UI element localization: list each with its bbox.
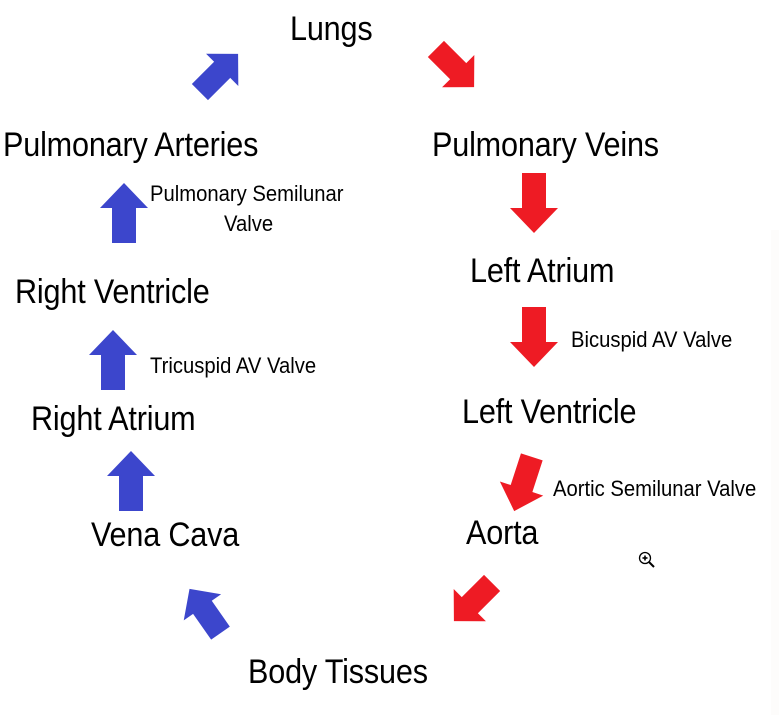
arrow-down-left-icon bbox=[437, 566, 509, 638]
valve-aortic-semilunar: Aortic Semilunar Valve bbox=[553, 476, 757, 501]
node-right-ventricle: Right Ventricle bbox=[15, 273, 210, 311]
node-left-ventricle: Left Ventricle bbox=[462, 393, 637, 431]
valve-pulmonary-semilunar-line1: Pulmonary Semilunar bbox=[150, 181, 344, 206]
node-aorta: Aorta bbox=[466, 514, 539, 552]
arrow-down-icon bbox=[492, 449, 554, 519]
valve-pulmonary-semilunar-line2: Valve bbox=[224, 211, 274, 236]
node-vena-cava: Vena Cava bbox=[91, 516, 240, 554]
node-pulmonary-arteries: Pulmonary Arteries bbox=[3, 126, 259, 164]
zoom-in-cursor-icon bbox=[638, 551, 655, 568]
arrow-up-icon bbox=[107, 451, 155, 511]
arrow-down-right-icon bbox=[419, 32, 491, 104]
arrow-up-left-icon bbox=[170, 575, 240, 647]
node-lungs: Lungs bbox=[290, 10, 373, 48]
node-body-tissues: Body Tissues bbox=[248, 653, 428, 691]
arrow-up-right-icon bbox=[183, 37, 255, 109]
valve-bicuspid: Bicuspid AV Valve bbox=[571, 327, 733, 352]
arrow-up-icon bbox=[100, 183, 148, 243]
node-left-atrium: Left Atrium bbox=[470, 252, 615, 290]
right-edge-band bbox=[771, 230, 779, 715]
node-right-atrium: Right Atrium bbox=[31, 400, 196, 438]
arrow-up-icon bbox=[89, 330, 137, 390]
arrow-down-icon bbox=[510, 173, 558, 233]
arrow-down-icon bbox=[510, 307, 558, 367]
node-pulmonary-veins: Pulmonary Veins bbox=[432, 126, 659, 164]
valve-tricuspid: Tricuspid AV Valve bbox=[150, 353, 317, 378]
